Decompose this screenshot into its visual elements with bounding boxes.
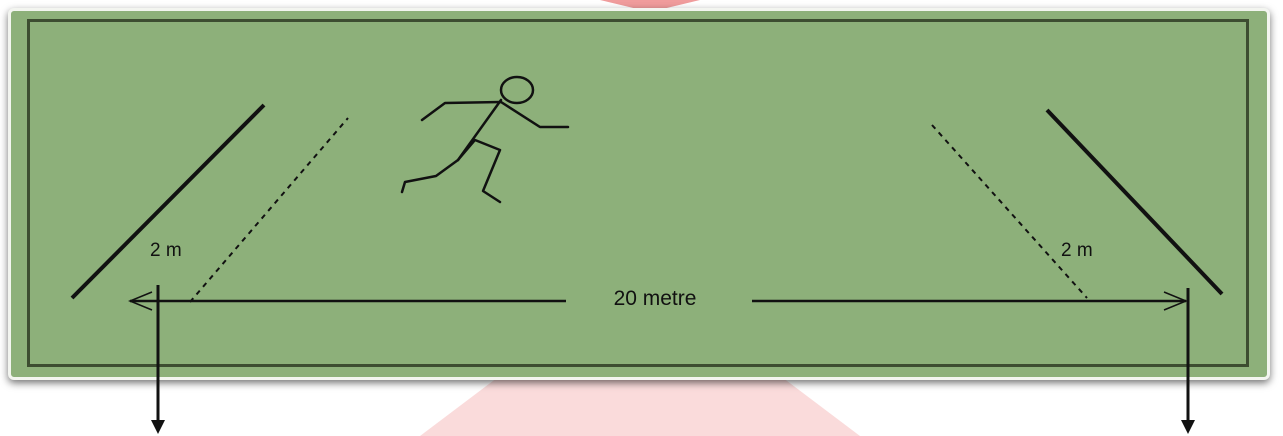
left-down-arrowhead	[151, 420, 165, 434]
right-zone-label: 2 m	[1061, 241, 1093, 260]
left-dashed-line	[190, 118, 348, 302]
distance-label: 20 metre	[560, 288, 750, 309]
right-dashed-line	[932, 125, 1087, 298]
right-down-arrowhead	[1181, 420, 1195, 434]
runner-figure	[402, 77, 568, 202]
right-end-line	[1047, 110, 1222, 294]
left-end-line	[72, 105, 264, 298]
left-zone-label: 2 m	[150, 241, 182, 260]
